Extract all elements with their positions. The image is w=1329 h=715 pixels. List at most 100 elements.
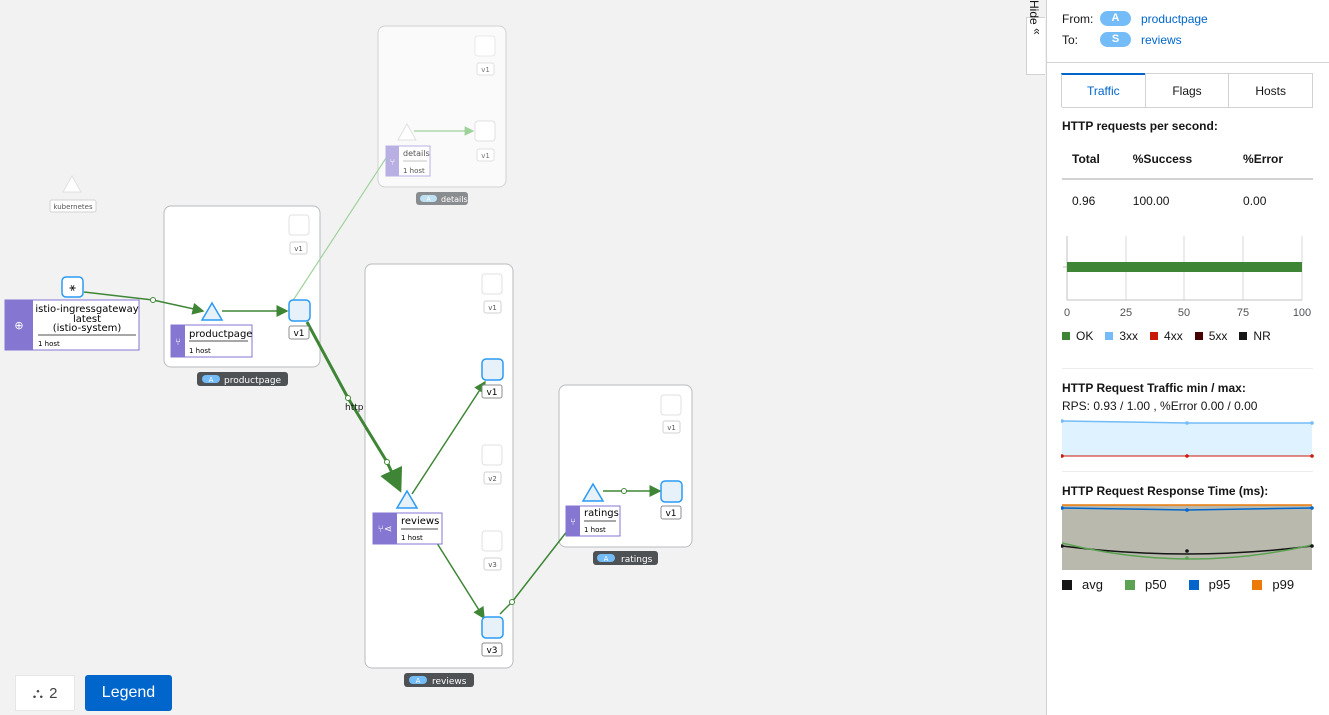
topology-icon: ⛬	[32, 684, 44, 702]
svg-text:v1: v1	[665, 509, 676, 519]
legend-avg: avg	[1062, 577, 1103, 592]
minmax-text: RPS: 0.93 / 1.00 , %Error 0.00 / 0.00	[1062, 399, 1258, 413]
svg-text:ratings: ratings	[584, 508, 619, 519]
from-row: From: A productpage	[1062, 11, 1208, 26]
svg-text:v1: v1	[667, 424, 676, 432]
productpage-service-icon[interactable]	[200, 301, 224, 321]
ok-bar[interactable]	[1067, 262, 1302, 272]
to-row: To: S reviews	[1062, 32, 1182, 47]
graph-toolbar: ⛬ 2 Legend	[0, 675, 172, 711]
from-badge: A	[1100, 11, 1131, 26]
svg-text:1 host: 1 host	[584, 526, 606, 534]
rps-title: HTTP requests per second:	[1062, 119, 1218, 133]
reviews-v3-node[interactable]	[481, 616, 504, 639]
productpage-hosts: 1 host	[189, 347, 211, 355]
legend-3xx: 3xx	[1105, 329, 1138, 343]
edge-reviews-v1	[411, 380, 486, 495]
reviews-service-icon[interactable]	[395, 489, 419, 509]
rps-total: 0.96	[1072, 194, 1096, 208]
kubernetes-service-icon[interactable]	[62, 174, 82, 193]
svg-text:v3: v3	[486, 646, 497, 656]
legend-5xx: 5xx	[1194, 329, 1227, 343]
tick-100: 100	[1293, 307, 1311, 319]
svg-text:v2: v2	[488, 475, 497, 483]
tick-0: 0	[1064, 307, 1070, 319]
svg-text:v1: v1	[481, 152, 490, 160]
svg-text:⑂: ⑂	[570, 517, 576, 528]
legend-4xx: 4xx	[1150, 329, 1183, 343]
productpage-v1-node[interactable]	[288, 299, 311, 322]
tick-50: 50	[1178, 307, 1190, 319]
svg-text:A: A	[416, 677, 421, 685]
response-time-title: HTTP Request Response Time (ms):	[1062, 484, 1269, 498]
svg-text:A: A	[604, 555, 609, 563]
tick-75: 75	[1237, 307, 1249, 319]
svg-text:1 host: 1 host	[403, 167, 425, 175]
svg-text:v1: v1	[481, 66, 490, 74]
reviews-v2-node[interactable]	[481, 444, 503, 466]
ingress-hosts: 1 host	[38, 340, 60, 348]
to-link[interactable]: reviews	[1141, 32, 1182, 47]
svg-text:details: details	[441, 195, 468, 204]
edge-protocol-label: http	[345, 403, 364, 413]
ratings-v1-node[interactable]	[660, 480, 683, 503]
legend-p95: p95	[1188, 577, 1230, 592]
panel-tabs: Traffic Flags Hosts	[1061, 73, 1314, 108]
svg-text:v3: v3	[488, 561, 497, 569]
graph-canvas[interactable]: http kubernetes ⚹ ⊕ istio-ingressgateway…	[0, 0, 1046, 715]
details-v1-node[interactable]	[474, 120, 496, 142]
service-graph[interactable]: http kubernetes ⚹ ⊕ istio-ingressgateway…	[0, 0, 1046, 715]
ingress-version: latest	[73, 314, 101, 325]
ratings-service-icon[interactable]	[581, 482, 605, 502]
svg-text:⑂: ⑂	[390, 157, 395, 167]
tab-hosts[interactable]: Hosts	[1228, 73, 1314, 107]
from-link[interactable]: productpage	[1141, 11, 1208, 26]
kubernetes-label: kubernetes	[53, 203, 93, 211]
zoom-level-value: 2	[49, 684, 58, 702]
hide-panel-tab[interactable]: » Hide	[1026, 0, 1045, 75]
rps-table: Total %Success %Error 0.96 100.00 0.00	[1062, 140, 1313, 222]
status-bar-chart: 0 25 50 75 100	[1063, 236, 1311, 319]
legend-nr: NR	[1239, 329, 1271, 343]
side-panel: From: A productpage To: S reviews Traffi…	[1046, 0, 1329, 715]
svg-text:reviews: reviews	[432, 677, 467, 687]
response-time-chart	[1061, 504, 1314, 570]
zoom-level-button[interactable]: ⛬ 2	[15, 675, 75, 711]
edge-reviews-v3	[434, 539, 485, 620]
hide-label: » Hide	[1027, 0, 1043, 35]
reviews-v1-node[interactable]	[481, 358, 504, 381]
legend-button[interactable]: Legend	[85, 675, 172, 711]
tab-traffic[interactable]: Traffic	[1061, 73, 1146, 107]
legend-p99: p99	[1252, 577, 1294, 592]
legend-p50: p50	[1124, 577, 1167, 592]
rps-header-total: Total	[1062, 140, 1123, 180]
legend-ok: OK	[1062, 329, 1093, 343]
svg-text:v1: v1	[486, 388, 497, 398]
ingress-node[interactable]	[61, 276, 84, 298]
productpage-version: v1	[293, 329, 304, 339]
response-legend: avg p50 p95 p99	[1062, 577, 1306, 592]
svg-text:ratings: ratings	[621, 555, 653, 565]
rps-header-error: %Error	[1233, 140, 1313, 180]
productpage-box-label[interactable]	[197, 372, 288, 386]
reviews-box[interactable]	[364, 263, 514, 669]
edge-productpage-reviews	[305, 321, 403, 493]
svg-text:productpage: productpage	[224, 376, 282, 386]
svg-text:A: A	[426, 196, 431, 203]
tab-flags[interactable]: Flags	[1144, 73, 1230, 107]
rps-header-success: %Success	[1122, 140, 1234, 180]
minmax-title: HTTP Request Traffic min / max:	[1062, 381, 1246, 395]
svg-text:details: details	[403, 149, 430, 158]
rps-error: 0.00	[1243, 194, 1267, 208]
productpage-version-top: v1	[294, 245, 303, 253]
svg-text:v1: v1	[488, 304, 497, 312]
svg-text:1 host: 1 host	[401, 534, 423, 542]
ingress-gateway-icon: ⊕	[14, 320, 23, 332]
ingress-namespace: (istio-system)	[53, 323, 122, 334]
details-service-icon[interactable]	[397, 122, 417, 141]
rps-success: 100.00	[1132, 194, 1170, 208]
ingress-name: istio-ingressgateway	[35, 304, 138, 315]
from-label: From:	[1062, 11, 1094, 26]
to-label: To:	[1062, 32, 1079, 47]
status-legend: OK 3xx 4xx 5xx NR	[1062, 329, 1283, 343]
